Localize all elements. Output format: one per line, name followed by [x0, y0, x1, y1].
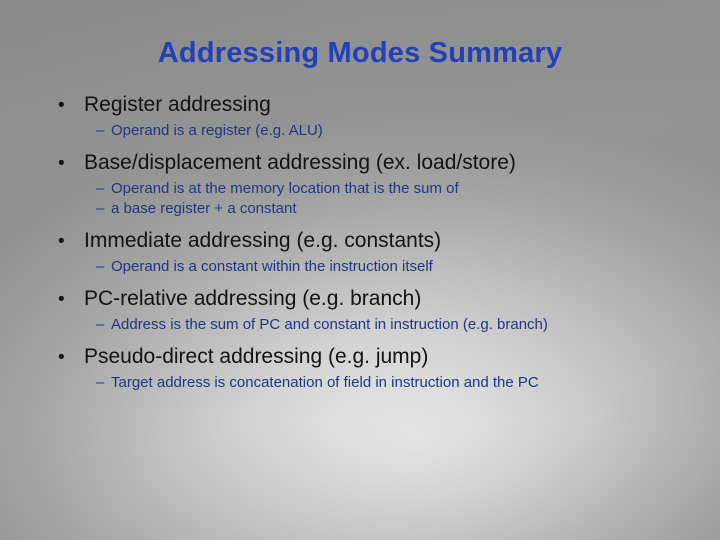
bullet-item: • Pseudo-direct addressing (e.g. jump) [0, 344, 720, 370]
sub-bullet-item: –Address is the sum of PC and constant i… [0, 315, 720, 335]
sub-bullet-item: –Target address is concatenation of fiel… [0, 373, 720, 393]
bullet-group: • PC-relative addressing (e.g. branch) –Ad… [0, 286, 720, 335]
sub-bullet-marker-icon: – [96, 258, 105, 275]
bullet-label: Base/displacement addressing (ex. load/s… [84, 151, 516, 174]
sub-bullet-marker-icon: – [96, 200, 105, 217]
sub-bullet-item: –Operand is at the memory location that … [0, 179, 720, 199]
bullet-label: Immediate addressing (e.g. constants) [84, 229, 442, 252]
sub-bullet-item: –Operand is a constant within the instru… [0, 257, 720, 277]
bullet-marker-icon: • [58, 347, 65, 368]
bullet-label: PC-relative addressing (e.g. branch) [84, 287, 422, 310]
sub-bullet-marker-icon: – [96, 374, 105, 391]
bullet-marker-icon: • [58, 153, 65, 174]
bullet-item: • PC-relative addressing (e.g. branch) [0, 286, 720, 312]
bullet-group: • Base/displacement addressing (ex. load/… [0, 150, 720, 219]
bullet-label: Register addressing [84, 93, 271, 116]
sub-bullet-label: Operand is a constant within the instruc… [111, 258, 433, 275]
sub-bullet-label: Address is the sum of PC and constant in… [111, 316, 548, 333]
bullet-group: • Pseudo-direct addressing (e.g. jump) –Ta… [0, 344, 720, 393]
sub-bullet-label: Operand is at the memory location that i… [111, 180, 459, 197]
bullet-item: • Immediate addressing (e.g. constants) [0, 228, 720, 254]
sub-bullet-label: Operand is a register (e.g. ALU) [111, 122, 323, 139]
sub-bullet-label: Target address is concatenation of field… [111, 374, 539, 391]
sub-bullet-label: a base register + a constant [111, 200, 297, 217]
bullet-marker-icon: • [58, 289, 65, 310]
sub-bullet-list: –Operand is at the memory location that … [0, 179, 720, 219]
sub-bullet-list: –Address is the sum of PC and constant i… [0, 315, 720, 335]
bullet-item: • Base/displacement addressing (ex. load/… [0, 150, 720, 176]
slide-body-list: •Register addressing–Operand is a regist… [0, 92, 720, 402]
bullet-group: • Immediate addressing (e.g. constants) –O… [0, 228, 720, 277]
sub-bullet-list: –Operand is a constant within the instru… [0, 257, 720, 277]
bullet-item: • Register addressing [0, 92, 720, 118]
sub-bullet-item: –a base register + a constant [0, 199, 720, 219]
bullet-group: • Register addressing –Operand is a regist… [0, 92, 720, 141]
sub-bullet-marker-icon: – [96, 316, 105, 333]
sub-bullet-marker-icon: – [96, 122, 105, 139]
sub-bullet-list: –Target address is concatenation of fiel… [0, 373, 720, 393]
bullet-label: Pseudo-direct addressing (e.g. jump) [84, 345, 429, 368]
sub-bullet-marker-icon: – [96, 180, 105, 197]
slide-title: Addressing Modes Summary [157, 37, 563, 69]
bullet-marker-icon: • [58, 95, 65, 116]
sub-bullet-list: –Operand is a register (e.g. ALU) [0, 121, 720, 141]
sub-bullet-item: –Operand is a register (e.g. ALU) [0, 121, 720, 141]
bullet-marker-icon: • [58, 231, 65, 252]
